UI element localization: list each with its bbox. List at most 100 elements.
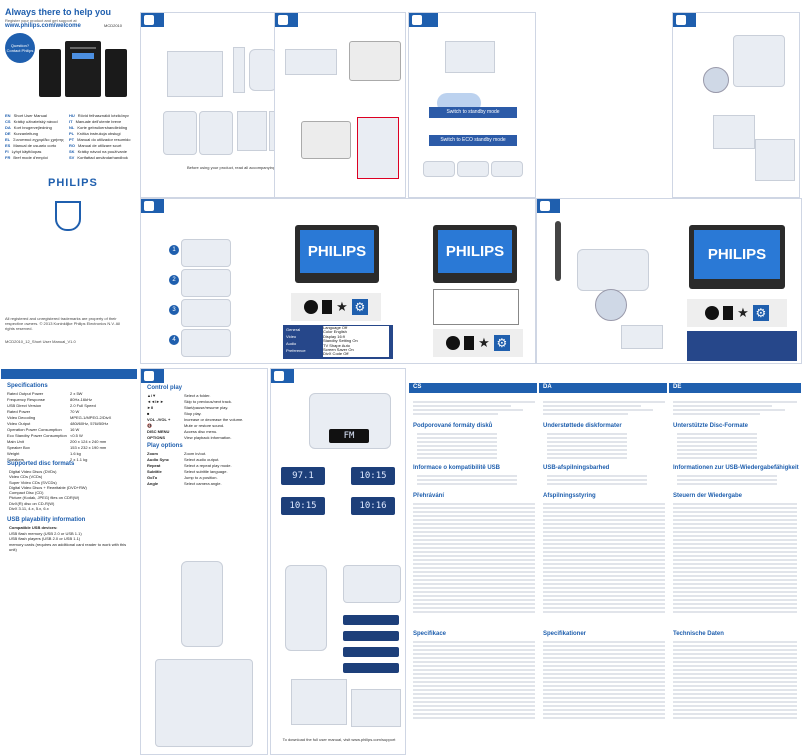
register-line: Register your product and get support at xyxy=(5,18,77,23)
section-title: Informace o kompatibilitě USB xyxy=(413,465,501,471)
text-lines xyxy=(413,399,535,417)
menu-item[interactable]: Preference xyxy=(286,348,306,353)
cover-headline: Always there to help you xyxy=(5,7,112,17)
remote-detail-3 xyxy=(491,161,523,177)
display-clock-1: 10:15 xyxy=(351,467,395,485)
outlet-drawing xyxy=(445,41,495,73)
section-title: USB-afspilningsbarhed xyxy=(543,465,610,471)
plug-icon xyxy=(278,15,288,25)
panel-header xyxy=(409,13,438,27)
display-fm: FM xyxy=(329,429,369,443)
display-clock-2: 10:15 xyxy=(281,497,325,515)
usb-source-icon[interactable] xyxy=(723,306,734,320)
section-title: Specifikace xyxy=(413,631,447,637)
control-title: Control play xyxy=(147,385,183,391)
connect-panel xyxy=(274,12,406,198)
lang-bar xyxy=(409,383,537,393)
doc-reference: MCD2010_12_Short User Manual_V1.0 xyxy=(5,339,76,344)
section-title: Understøttede diskformater xyxy=(543,423,622,429)
lang-code: CS xyxy=(413,384,422,390)
format-item: DivX(R) disc on CD-R(W) xyxy=(9,500,55,506)
philips-shield-logo xyxy=(55,201,81,231)
tv-drawing xyxy=(349,41,401,81)
menu-setting[interactable]: Screen Saver On xyxy=(323,347,354,353)
unit-drawing xyxy=(155,659,253,747)
menu-settings: Language Off Color English Display 16:9 … xyxy=(323,325,389,357)
usb-source-icon[interactable] xyxy=(464,336,475,350)
remote-step-4 xyxy=(181,329,231,357)
section-title: Informationen zur USB-Wiedergabefähigkei… xyxy=(673,465,799,471)
clock-icon xyxy=(274,371,284,381)
setup-panel: 1 2 3 4 PHILIPS PHILIPS ★ ⚙ General Vide… xyxy=(140,198,536,364)
panel-header xyxy=(141,13,164,27)
remote-step-1 xyxy=(181,239,231,267)
section-title: Unterstützte Disc-Formate xyxy=(673,423,749,429)
disc-panel xyxy=(672,12,800,198)
menu-setting[interactable]: Display 16:9 xyxy=(323,333,346,339)
power-panel: Switch to standby mode Switch to ECO sta… xyxy=(408,12,536,198)
text-lines xyxy=(677,431,757,461)
lang-bar xyxy=(669,383,801,393)
settings-source-icon[interactable]: ⚙ xyxy=(493,335,510,351)
disc-source-icon[interactable] xyxy=(446,336,461,350)
speakers-drawing xyxy=(163,111,197,155)
star-icon[interactable]: ★ xyxy=(336,299,348,314)
control-panel: Control play ▲/▼Select a folder. ◄◄/►►Sk… xyxy=(140,368,268,755)
menu-item[interactable]: Audio xyxy=(286,341,297,346)
remote-drawing xyxy=(181,561,223,647)
disc-source-icon[interactable] xyxy=(705,306,720,320)
menu-item[interactable]: Video xyxy=(286,334,297,339)
main-unit xyxy=(65,41,101,97)
menu-setting[interactable]: DivX Code Off xyxy=(323,351,349,357)
menu-setting[interactable]: Language Off xyxy=(323,325,348,330)
remote-step-2 xyxy=(181,269,231,297)
text-lines xyxy=(417,473,517,487)
tv-screen-2: PHILIPS xyxy=(433,225,517,283)
disc-drawing xyxy=(703,67,729,93)
model-number: MCD2010 xyxy=(104,23,123,28)
safety-caption: Before using your product, read all acco… xyxy=(187,165,309,170)
download-caption: To download the full user manual, visit … xyxy=(282,737,396,742)
computer-drawing xyxy=(291,679,347,725)
star-icon[interactable]: ★ xyxy=(737,305,749,320)
specs-title: Specifications xyxy=(7,383,48,389)
menu-item[interactable]: General xyxy=(286,327,301,332)
cover-url[interactable]: www.philips.com/welcome xyxy=(5,23,81,29)
usb-list: USB flash memory (USB 2.0 or USB 1.1) US… xyxy=(9,531,133,552)
step-number-3: 3 xyxy=(169,305,179,315)
da-column: DA Understøttede diskformater USB-afspil… xyxy=(538,368,668,755)
star-icon[interactable]: ★ xyxy=(478,335,490,350)
settings-source-icon[interactable]: ⚙ xyxy=(351,299,368,315)
usb-drawing-2 xyxy=(755,139,795,181)
tv-screen-3: PHILIPS xyxy=(689,225,785,289)
menu-setting[interactable]: Color English xyxy=(323,329,347,335)
karaoke-panel: PHILIPS ★ ⚙ xyxy=(536,198,802,364)
usb-source-icon[interactable] xyxy=(322,300,333,314)
disc-icon xyxy=(676,15,686,25)
menu-setting[interactable]: TV Shape Auto xyxy=(323,342,350,348)
source-icons-3: ★ ⚙ xyxy=(687,299,787,327)
menu-setting[interactable]: Standby Setting On xyxy=(323,338,358,344)
disc-source-icon[interactable] xyxy=(304,300,319,314)
usb-subtitle: Compatible USB devices: xyxy=(9,525,58,530)
settings-source-icon[interactable]: ⚙ xyxy=(752,305,769,321)
unit-drawing-2 xyxy=(343,565,401,603)
section-title: Steuern der Wiedergabe xyxy=(673,493,742,499)
standby-mode-bar: Switch to standby mode xyxy=(429,107,517,118)
play-icon xyxy=(144,371,154,381)
text-lines xyxy=(673,399,797,417)
